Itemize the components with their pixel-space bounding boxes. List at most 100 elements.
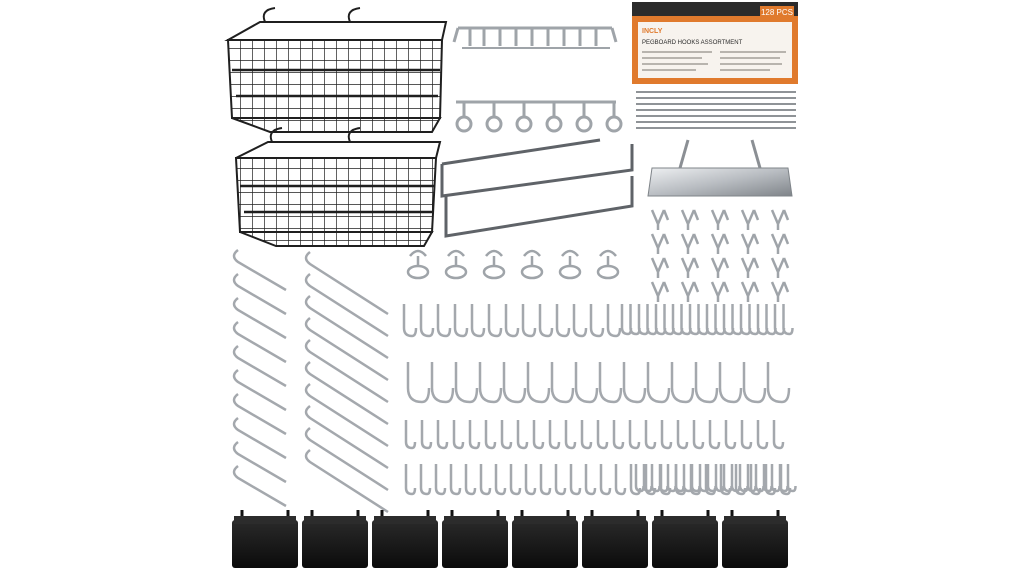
plastic-bin <box>232 520 298 568</box>
j-hook-small <box>572 304 588 338</box>
long-hook <box>304 383 389 448</box>
l-hook-mini <box>786 464 797 493</box>
long-hook <box>304 295 389 360</box>
j-hook-mini <box>782 304 794 336</box>
j-hook-small <box>419 304 435 338</box>
claw-hook <box>740 233 760 254</box>
l-hook-mini <box>658 464 669 493</box>
round-holder <box>596 264 620 280</box>
l-hook-mini <box>666 464 677 493</box>
l-hook-mini <box>674 464 685 493</box>
round-holder-arm <box>561 249 579 266</box>
l-hook-mini <box>754 464 765 493</box>
brand-label: INCLY <box>642 28 663 35</box>
plastic-bin-peg <box>240 510 290 516</box>
long-single-hooks-group <box>232 249 389 514</box>
long-hook <box>304 449 389 514</box>
long-hook <box>304 405 389 470</box>
plastic-bin-peg <box>310 510 360 516</box>
l-hook-double <box>554 464 567 496</box>
claw-hook <box>650 257 670 278</box>
claw-hook <box>710 281 730 302</box>
l-hook <box>404 420 417 450</box>
j-hook-large <box>718 362 743 404</box>
l-hook <box>772 420 785 450</box>
j-hook-small <box>487 304 503 338</box>
ring-holder-rail <box>455 100 623 133</box>
claw-hook <box>650 281 670 302</box>
l-hook <box>676 420 689 450</box>
plastic-bin-peg <box>520 510 570 516</box>
round-holder-arm <box>485 249 503 266</box>
plastic-bin <box>512 520 578 568</box>
round-holder-arm <box>447 249 465 266</box>
l-hook-mini <box>642 464 653 493</box>
j-hook-large <box>406 362 431 404</box>
plastic-bin-peg <box>730 510 780 516</box>
claw-hook <box>680 281 700 302</box>
l-hook-mini <box>706 464 717 493</box>
j-hook-small <box>606 304 622 338</box>
j-hook-large <box>502 362 527 404</box>
l-hook-double <box>434 464 447 496</box>
claw-hook <box>770 209 790 230</box>
round-holders-group <box>406 249 620 280</box>
l-hook <box>644 420 657 450</box>
round-holder <box>520 264 544 280</box>
long-hook <box>304 273 389 338</box>
j-hook-large <box>766 362 791 404</box>
plastic-bin-rim <box>304 516 366 524</box>
long-hook <box>304 361 389 426</box>
l-hook-mini <box>762 464 773 493</box>
l-hook <box>612 420 625 450</box>
l-hook <box>468 420 481 450</box>
l-hook-mini <box>690 464 701 493</box>
long-hook <box>232 441 287 484</box>
l-hook <box>756 420 769 450</box>
j-hook-large <box>430 362 455 404</box>
j-hook-small <box>555 304 571 338</box>
claw-hook <box>710 257 730 278</box>
l-hook-mini <box>722 464 733 493</box>
j-hook-large <box>478 362 503 404</box>
long-hook <box>304 251 389 316</box>
claw-hook <box>770 257 790 278</box>
l-hook-mini <box>738 464 749 493</box>
l-hook-double <box>584 464 597 496</box>
l-hook-mini <box>650 464 661 493</box>
l-hook-double <box>449 464 462 496</box>
count-badge: 128 PCS <box>761 8 793 17</box>
long-hook <box>232 465 287 508</box>
l-hook-double <box>494 464 507 496</box>
l-hook <box>580 420 593 450</box>
j-hook-large <box>526 362 551 404</box>
claw-hook <box>770 233 790 254</box>
l-hook-double <box>479 464 492 496</box>
l-hook <box>692 420 705 450</box>
claw-hook <box>710 209 730 230</box>
l-hook-double <box>404 464 417 496</box>
plastic-bin <box>582 520 648 568</box>
long-hook <box>304 317 389 382</box>
round-holder-arm <box>523 249 541 266</box>
wire-basket-top <box>224 7 448 133</box>
round-holder <box>444 264 468 280</box>
l-hook-mini <box>770 464 781 493</box>
plastic-bin-rim <box>234 516 296 524</box>
round-holder <box>406 264 430 280</box>
round-holder-arm <box>599 249 617 266</box>
l-hook <box>484 420 497 450</box>
round-holder <box>482 264 506 280</box>
claw-hook <box>710 233 730 254</box>
long-hook <box>232 249 287 292</box>
plastic-bin-peg <box>590 510 640 516</box>
j-hook-small <box>504 304 520 338</box>
plastic-bin-rim <box>584 516 646 524</box>
hook-lock-bundle <box>636 91 796 129</box>
tool-holder-rail-1 <box>452 26 618 49</box>
l-hook-double <box>524 464 537 496</box>
plastic-bin-peg <box>450 510 500 516</box>
l-hook-mini <box>778 464 789 493</box>
product-box: 128 PCS INCLY PEGBOARD HOOKS ASSORTMENT <box>632 2 798 84</box>
